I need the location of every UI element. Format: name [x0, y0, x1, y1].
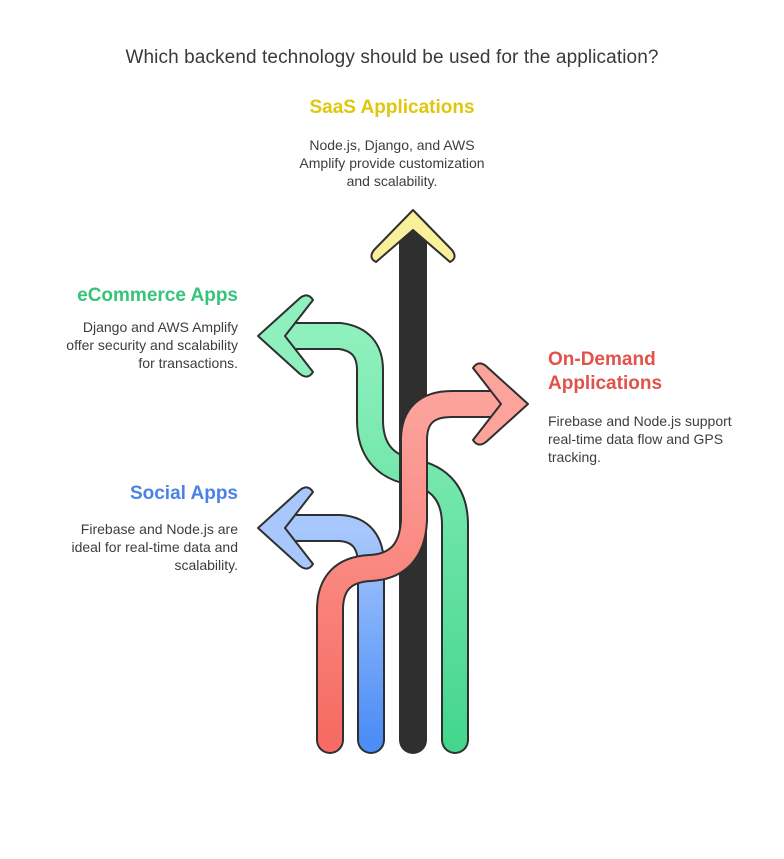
ondemand-description: Firebase and Node.js support real-time d… — [548, 413, 732, 465]
social-heading: Social Apps — [129, 483, 238, 504]
ondemand-heading: On-Demand Applications — [548, 348, 748, 396]
ondemand-heading-line2: Applications — [548, 373, 663, 394]
social-arrow — [257, 486, 385, 754]
ecommerce-description: Django and AWS Amplify offer security an… — [66, 319, 238, 371]
ondemand-heading-line1: On-Demand — [548, 349, 656, 370]
saas-description: Node.js, Django, and AWS Amplify provide… — [299, 137, 485, 189]
ecommerce-arrow — [257, 294, 469, 754]
saas-heading: SaaS Applications — [309, 97, 475, 118]
diagram-title: Which backend technology should be used … — [125, 47, 659, 68]
ondemand-arrow — [316, 362, 529, 754]
ecommerce-heading: eCommerce Apps — [77, 285, 238, 306]
social-description: Firebase and Node.js are ideal for real-… — [71, 521, 238, 573]
